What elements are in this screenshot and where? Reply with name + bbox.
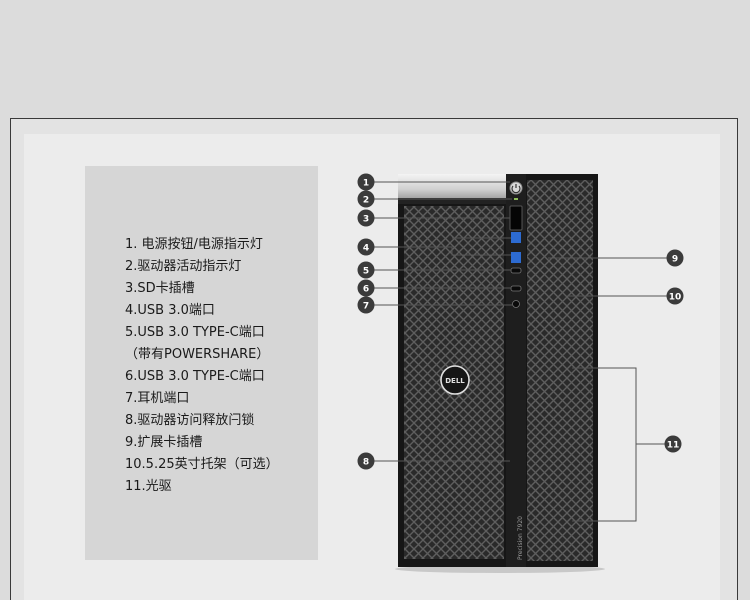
callout-6: 6: [357, 279, 375, 297]
callout-9: 9: [666, 249, 684, 267]
callout-1: 1: [357, 173, 375, 191]
dell-logo: [440, 365, 470, 395]
callout-4: 4: [357, 238, 375, 256]
legend-item-2: 2.驱动器活动指示灯: [125, 259, 242, 274]
front-mesh-right: [527, 180, 593, 561]
callout-11: 11: [664, 435, 682, 453]
legend-list: 1. 电源按钮/电源指示灯 2.驱动器活动指示灯 3.SD卡插槽 4.USB 3…: [125, 234, 279, 498]
usb-port-2: [511, 252, 521, 263]
usb-c-port-1: [510, 267, 522, 274]
svg-text:7: 7: [363, 301, 369, 311]
dell-logo-text: DELL: [445, 377, 465, 385]
svg-text:11: 11: [667, 440, 680, 450]
legend-item-6: 6.USB 3.0 TYPE-C端口: [125, 369, 265, 384]
legend-item-1: 1. 电源按钮/电源指示灯: [125, 237, 263, 252]
svg-text:5: 5: [363, 266, 369, 276]
legend-item-8: 8.驱动器访问释放闩锁: [125, 413, 255, 428]
callout-10: 10: [666, 287, 684, 305]
usb-c-port-2: [510, 285, 522, 292]
svg-text:4: 4: [363, 243, 369, 253]
legend-item-10: 10.5.25英寸托架（可选）: [125, 457, 279, 472]
svg-text:6: 6: [363, 284, 369, 294]
svg-text:1: 1: [363, 178, 369, 188]
callout-7: 7: [357, 296, 375, 314]
usb-port-1: [511, 232, 521, 243]
svg-text:8: 8: [363, 457, 369, 467]
legend-panel: 1. 电源按钮/电源指示灯 2.驱动器活动指示灯 3.SD卡插槽 4.USB 3…: [85, 166, 318, 560]
legend-item-11: 11.光驱: [125, 479, 172, 494]
headphone-port: [512, 300, 520, 308]
callout-5: 5: [357, 261, 375, 279]
model-label: Precision 7920: [517, 516, 524, 560]
sd-card-slot: [509, 205, 523, 231]
legend-item-5: 5.USB 3.0 TYPE-C端口: [125, 325, 265, 340]
leader-lines: [373, 181, 668, 522]
tower-handle: [398, 174, 506, 200]
callout-3: 3: [357, 209, 375, 227]
legend-item-3: 3.SD卡插槽: [125, 281, 195, 296]
drive-activity-led: [514, 198, 518, 200]
svg-text:2: 2: [363, 195, 369, 205]
svg-text:9: 9: [672, 254, 678, 264]
legend-item-7: 7.耳机端口: [125, 391, 190, 406]
svg-text:10: 10: [669, 292, 682, 302]
legend-item-4: 4.USB 3.0端口: [125, 303, 215, 318]
callout-8: 8: [357, 452, 375, 470]
top-band: [0, 0, 750, 118]
legend-item-9: 9.扩展卡插槽: [125, 435, 203, 450]
legend-item-5-note: （带有POWERSHARE）: [125, 347, 270, 362]
callout-2: 2: [357, 190, 375, 208]
svg-text:3: 3: [363, 214, 369, 224]
